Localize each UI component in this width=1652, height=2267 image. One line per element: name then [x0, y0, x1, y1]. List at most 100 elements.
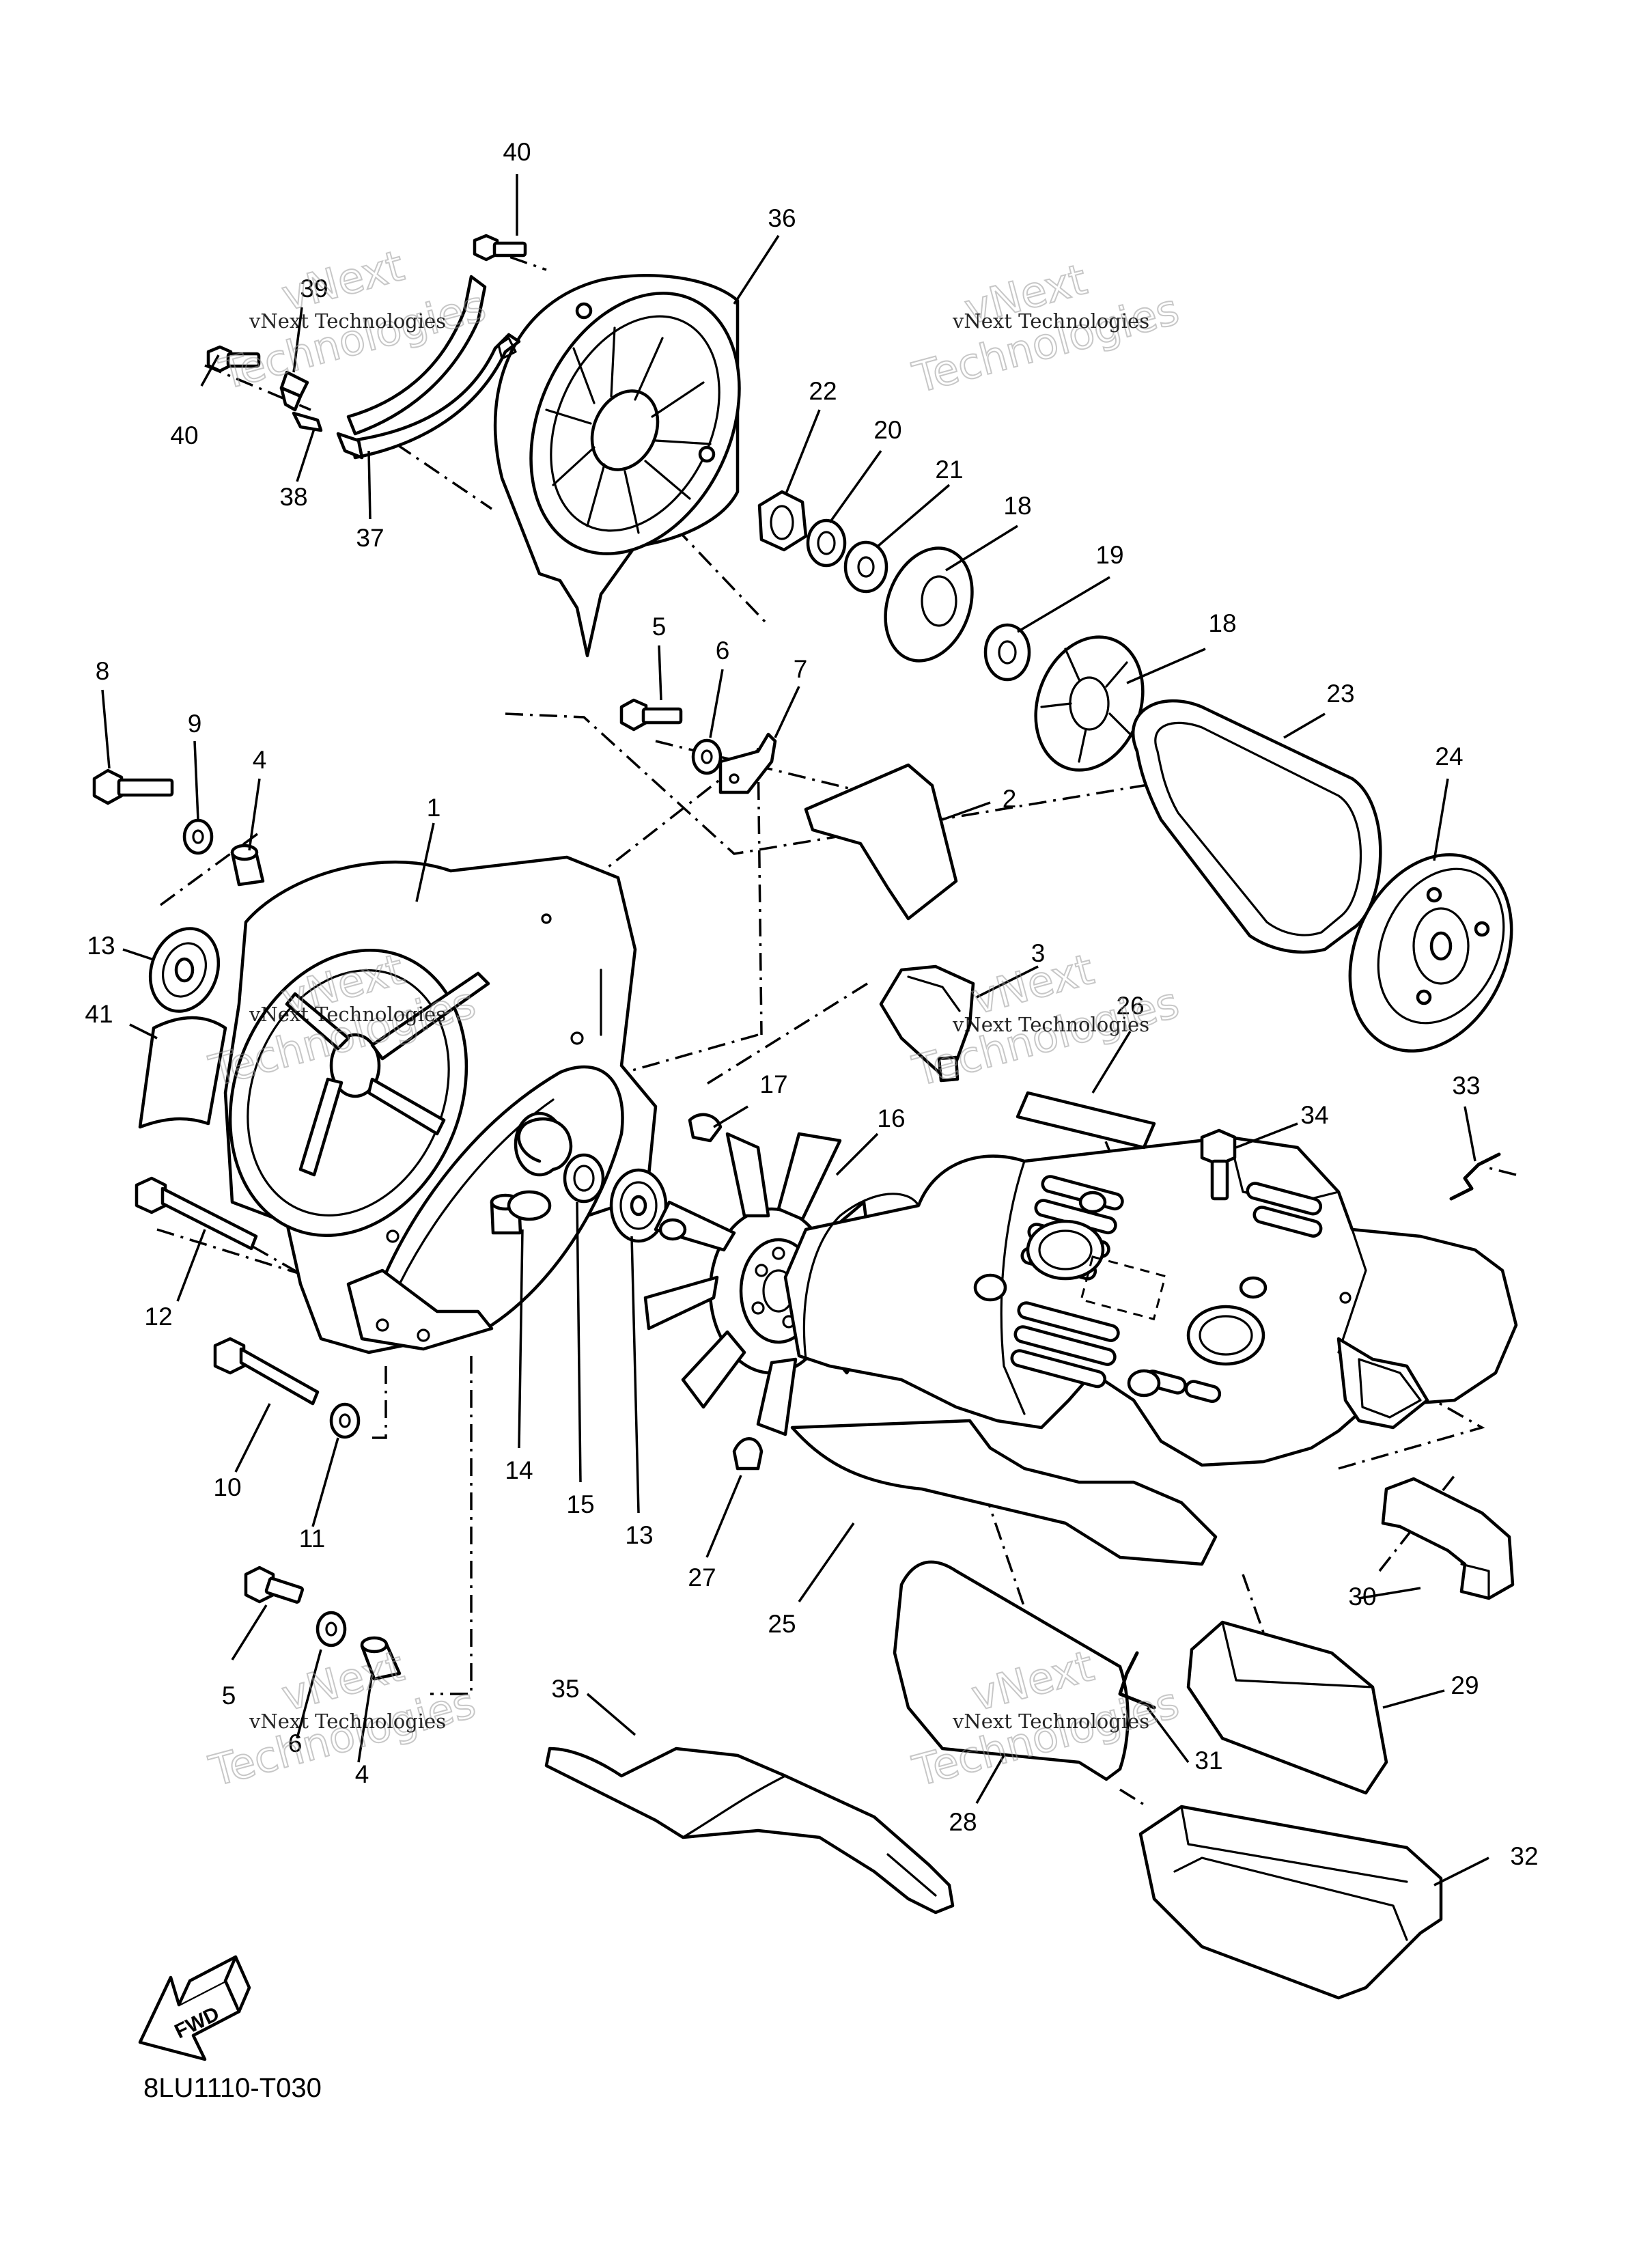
- part-10-bolt: [213, 1337, 320, 1406]
- callout-label: 2: [1003, 785, 1017, 813]
- callout-label: 6: [716, 637, 730, 665]
- callout-label: 12: [144, 1303, 172, 1331]
- callout-label: 5: [652, 613, 667, 641]
- part-35-guard: [544, 1747, 955, 1915]
- callout-label: 7: [794, 655, 808, 683]
- part-6-washer-lower: [316, 1611, 347, 1647]
- part-4-collar-lower: [360, 1636, 402, 1681]
- part-18-pulley-half-b: [1034, 635, 1145, 772]
- diagram-reference-code: 8LU1110-T030: [143, 2073, 322, 2103]
- watermark-lower-left: vNext Technologies vNext Technologies: [204, 1640, 481, 1797]
- callout-label: 34: [1300, 1101, 1328, 1129]
- callout-label: 32: [1510, 1842, 1538, 1870]
- callout-label: 38: [279, 483, 307, 511]
- part-12-bolt: [135, 1176, 258, 1251]
- part-19-spacer: [983, 623, 1031, 682]
- part-13-bearing-left: [148, 927, 221, 1013]
- watermark-caption: vNext Technologies: [952, 1710, 1149, 1733]
- callout-label: 23: [1326, 680, 1354, 708]
- part-5-bolt-upper: [619, 698, 683, 732]
- callout-label: 24: [1435, 742, 1463, 770]
- callout-label: 14: [505, 1456, 533, 1484]
- callout-label: 31: [1194, 1747, 1222, 1775]
- callout-label: 35: [551, 1675, 579, 1703]
- part-9-washer: [182, 818, 214, 855]
- part-29-pad: [1186, 1620, 1388, 1795]
- callout-label: 1: [427, 794, 441, 822]
- callout-label: 20: [873, 416, 901, 444]
- part-18-pulley-half-a: [884, 546, 974, 663]
- callout-label: 30: [1348, 1583, 1376, 1611]
- callout-label: 4: [253, 746, 267, 774]
- part-39-rivet: [279, 370, 309, 412]
- callout-label: 3: [1031, 939, 1046, 967]
- callout-label: 13: [87, 932, 115, 960]
- part-22-nut: [757, 490, 808, 552]
- callout-labels: 1 2 3 4 4 5 5 6 6 7 8 9 10 11 12 13 13 1…: [85, 138, 1538, 1870]
- callout-label: 27: [688, 1563, 716, 1591]
- part-24-pulley: [1348, 853, 1513, 1053]
- callout-label: 25: [768, 1610, 796, 1638]
- callout-label: 37: [356, 524, 384, 552]
- part-8-bolt: [92, 768, 174, 805]
- callout-label: 28: [949, 1808, 977, 1836]
- part-14-circlip: [517, 1117, 573, 1171]
- callout-label: 10: [213, 1473, 241, 1501]
- watermark-caption: vNext Technologies: [249, 309, 446, 333]
- callout-label: 29: [1451, 1671, 1479, 1699]
- watermark-caption: vNext Technologies: [952, 1013, 1149, 1036]
- callout-label: 26: [1116, 992, 1144, 1020]
- part-25-fan-shroud-main: [783, 1135, 1518, 1566]
- callout-label: 36: [768, 204, 796, 232]
- watermark-upper-left: vNext Technologies vNext Technologies: [214, 240, 492, 400]
- part-13-bearing-center: [609, 1168, 668, 1243]
- part-31-clip: [1118, 1651, 1156, 1710]
- part-11-washer: [329, 1402, 361, 1439]
- part-6-washer-upper: [691, 738, 723, 775]
- part-7-clip: [718, 732, 777, 794]
- part-23-belt: [1132, 699, 1382, 954]
- part-15-ring: [563, 1153, 605, 1204]
- callout-label: 4: [355, 1760, 369, 1788]
- part-32-air-duct: [1138, 1805, 1443, 2000]
- part-1-fan-housing: [223, 855, 658, 1354]
- watermark-caption: vNext Technologies: [952, 309, 1149, 333]
- part-40-bolt-upper: [473, 234, 527, 262]
- callout-label: 21: [935, 456, 963, 484]
- callout-label: 8: [96, 657, 110, 685]
- part-41-pad: [138, 1016, 227, 1129]
- watermark-caption: vNext Technologies: [249, 1003, 446, 1026]
- part-36-fan-shroud: [493, 274, 741, 658]
- part-17-key: [688, 1113, 723, 1143]
- callout-label: 18: [1208, 609, 1236, 637]
- callout-label: 33: [1452, 1072, 1480, 1100]
- callout-label: 41: [85, 1000, 113, 1028]
- watermark-caption: vNext Technologies: [249, 1710, 446, 1733]
- watermark-upper-right: vNext Technologies vNext Technologies: [907, 253, 1185, 404]
- callout-label: 40: [503, 138, 531, 166]
- callout-label: 18: [1003, 492, 1031, 520]
- leader-lines: [101, 174, 1489, 1887]
- part-21-washer: [843, 540, 888, 594]
- part-20-lockwasher: [806, 518, 847, 568]
- part-27-grommet: [732, 1437, 764, 1471]
- callout-label: 40: [170, 421, 198, 449]
- callout-label: 15: [566, 1490, 594, 1518]
- callout-label: 9: [188, 710, 202, 738]
- part-26-decal: ARCTIC CAT: [1016, 1091, 1156, 1150]
- callout-label: 22: [809, 377, 837, 405]
- part-5-bolt-lower: [244, 1566, 305, 1604]
- part-34-bolt: [1200, 1128, 1237, 1201]
- callout-label: 13: [625, 1521, 653, 1549]
- fwd-arrow-icon: FWD: [138, 1955, 251, 2061]
- callout-label: 5: [222, 1682, 236, 1710]
- callout-label: 19: [1095, 541, 1123, 569]
- part-2-spacer-block: [804, 763, 958, 921]
- part-33-pin: [1449, 1152, 1501, 1201]
- callout-label: 11: [299, 1525, 325, 1553]
- part-30-bracket: [1381, 1477, 1515, 1600]
- callout-label: 17: [759, 1070, 787, 1098]
- callout-label: 6: [288, 1729, 303, 1757]
- part-4-collar-upper: [230, 844, 265, 887]
